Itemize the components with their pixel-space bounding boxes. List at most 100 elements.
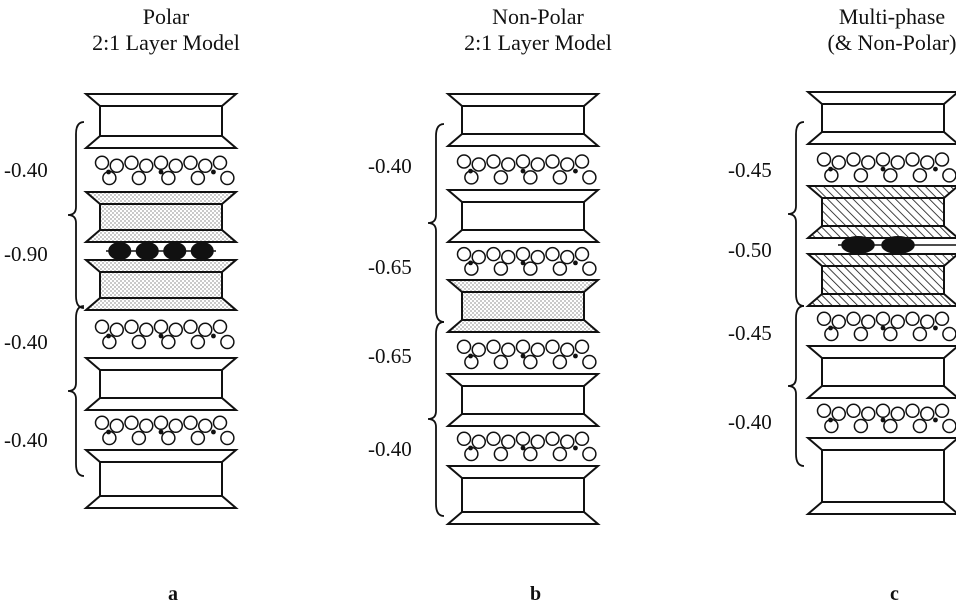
water-molecule bbox=[560, 157, 575, 172]
water-molecule bbox=[109, 418, 124, 434]
brace bbox=[787, 121, 805, 307]
water-molecule bbox=[853, 326, 869, 342]
water-molecule bbox=[846, 403, 861, 419]
water-molecule bbox=[493, 446, 509, 462]
water-molecule bbox=[471, 434, 486, 450]
water-molecule bbox=[493, 261, 509, 276]
panel-b-stack bbox=[427, 93, 601, 525]
water-molecule bbox=[816, 152, 832, 167]
water-molecule bbox=[883, 326, 898, 342]
cation-dot bbox=[573, 445, 578, 451]
water-molecule bbox=[846, 311, 861, 327]
water-molecule bbox=[109, 322, 124, 338]
water-molecule bbox=[912, 418, 928, 434]
cation-dot bbox=[211, 429, 216, 435]
water-molecule bbox=[934, 152, 950, 167]
water-molecule bbox=[131, 170, 147, 186]
organic-molecule bbox=[135, 242, 159, 260]
octahedral-sheet bbox=[461, 385, 585, 415]
panel-a-title-line1: Polar bbox=[142, 4, 190, 29]
tetrahedral-sheet bbox=[83, 229, 239, 243]
cation-dot bbox=[158, 429, 164, 435]
water-molecule bbox=[212, 415, 228, 431]
panel-b-title-line1: Non-Polar bbox=[492, 4, 584, 29]
water-molecule bbox=[161, 334, 176, 350]
water-molecule bbox=[920, 406, 935, 422]
water-molecule bbox=[883, 418, 898, 434]
water-molecule bbox=[493, 170, 509, 185]
tetrahedral-sheet bbox=[805, 345, 956, 359]
water-molecule bbox=[545, 154, 560, 169]
tetrahedral-sheet bbox=[445, 229, 601, 243]
tetrahedral-sheet bbox=[83, 259, 239, 273]
water-molecule bbox=[471, 249, 486, 265]
panel-c-stack bbox=[787, 91, 956, 515]
brace bbox=[427, 123, 445, 323]
tetrahedral-sheet bbox=[445, 413, 601, 427]
cation-dot bbox=[158, 333, 164, 339]
panel-a-letter: a bbox=[168, 583, 178, 605]
water-molecule bbox=[124, 319, 139, 335]
water-molecule bbox=[515, 431, 531, 447]
panel-a-title: Polar 2:1 Layer Model bbox=[46, 4, 286, 56]
water-molecule bbox=[530, 249, 545, 265]
water-molecule bbox=[131, 430, 147, 446]
cation-dot bbox=[106, 429, 111, 435]
water-molecule bbox=[523, 354, 538, 370]
water-molecule bbox=[530, 342, 545, 358]
water-molecule bbox=[912, 168, 928, 183]
water-molecule bbox=[168, 158, 183, 174]
water-molecule bbox=[190, 170, 206, 186]
water-molecule bbox=[552, 261, 568, 276]
water-molecule bbox=[124, 155, 139, 171]
water-molecule bbox=[131, 334, 147, 350]
cation-dot bbox=[880, 325, 886, 331]
water-molecule bbox=[198, 158, 213, 174]
tetrahedral-sheet bbox=[445, 93, 601, 107]
tetrahedral-sheet bbox=[445, 319, 601, 333]
water-molecule bbox=[486, 154, 501, 169]
octahedral-sheet bbox=[821, 197, 945, 227]
octahedral-sheet bbox=[461, 477, 585, 513]
water-molecule bbox=[552, 170, 568, 185]
water-molecule bbox=[183, 415, 198, 431]
water-molecule bbox=[220, 430, 235, 446]
water-molecule bbox=[530, 434, 545, 450]
water-molecule bbox=[846, 152, 861, 167]
water-molecule bbox=[582, 261, 597, 276]
water-molecule bbox=[486, 339, 501, 355]
tetrahedral-sheet bbox=[805, 91, 956, 105]
tetrahedral-sheet bbox=[805, 437, 956, 451]
water-molecule bbox=[875, 152, 891, 167]
water-molecule bbox=[574, 339, 590, 355]
water-molecule bbox=[853, 418, 869, 434]
water-molecule bbox=[168, 418, 183, 434]
brace bbox=[67, 305, 85, 477]
panel-a-stack bbox=[67, 93, 239, 509]
octahedral-sheet bbox=[461, 105, 585, 135]
water-molecule bbox=[493, 354, 509, 370]
cation-dot bbox=[468, 353, 473, 359]
panel-c-title-line2: (& Non-Polar) bbox=[827, 30, 956, 55]
tetrahedral-sheet bbox=[805, 253, 956, 267]
tetrahedral-sheet bbox=[445, 511, 601, 525]
water-molecule bbox=[501, 157, 516, 172]
water-molecule bbox=[153, 415, 169, 431]
octahedral-sheet bbox=[99, 203, 223, 231]
tetrahedral-sheet bbox=[83, 297, 239, 311]
tetrahedral-sheet bbox=[83, 449, 239, 463]
cation-dot bbox=[933, 325, 938, 331]
water-molecule bbox=[515, 154, 531, 169]
water-molecule bbox=[582, 170, 597, 185]
water-molecule bbox=[552, 354, 568, 370]
octahedral-sheet bbox=[99, 369, 223, 399]
water-molecule bbox=[560, 342, 575, 358]
panel-b-title: Non-Polar 2:1 Layer Model bbox=[418, 4, 658, 56]
cation-dot bbox=[573, 260, 578, 266]
water-molecule bbox=[942, 326, 956, 342]
panel-c-title-line1: Multi-phase bbox=[838, 4, 946, 29]
water-molecule bbox=[831, 155, 846, 170]
panel-a-title-line2: 2:1 Layer Model bbox=[92, 30, 240, 55]
tetrahedral-sheet bbox=[445, 133, 601, 147]
cation-dot bbox=[828, 417, 833, 423]
